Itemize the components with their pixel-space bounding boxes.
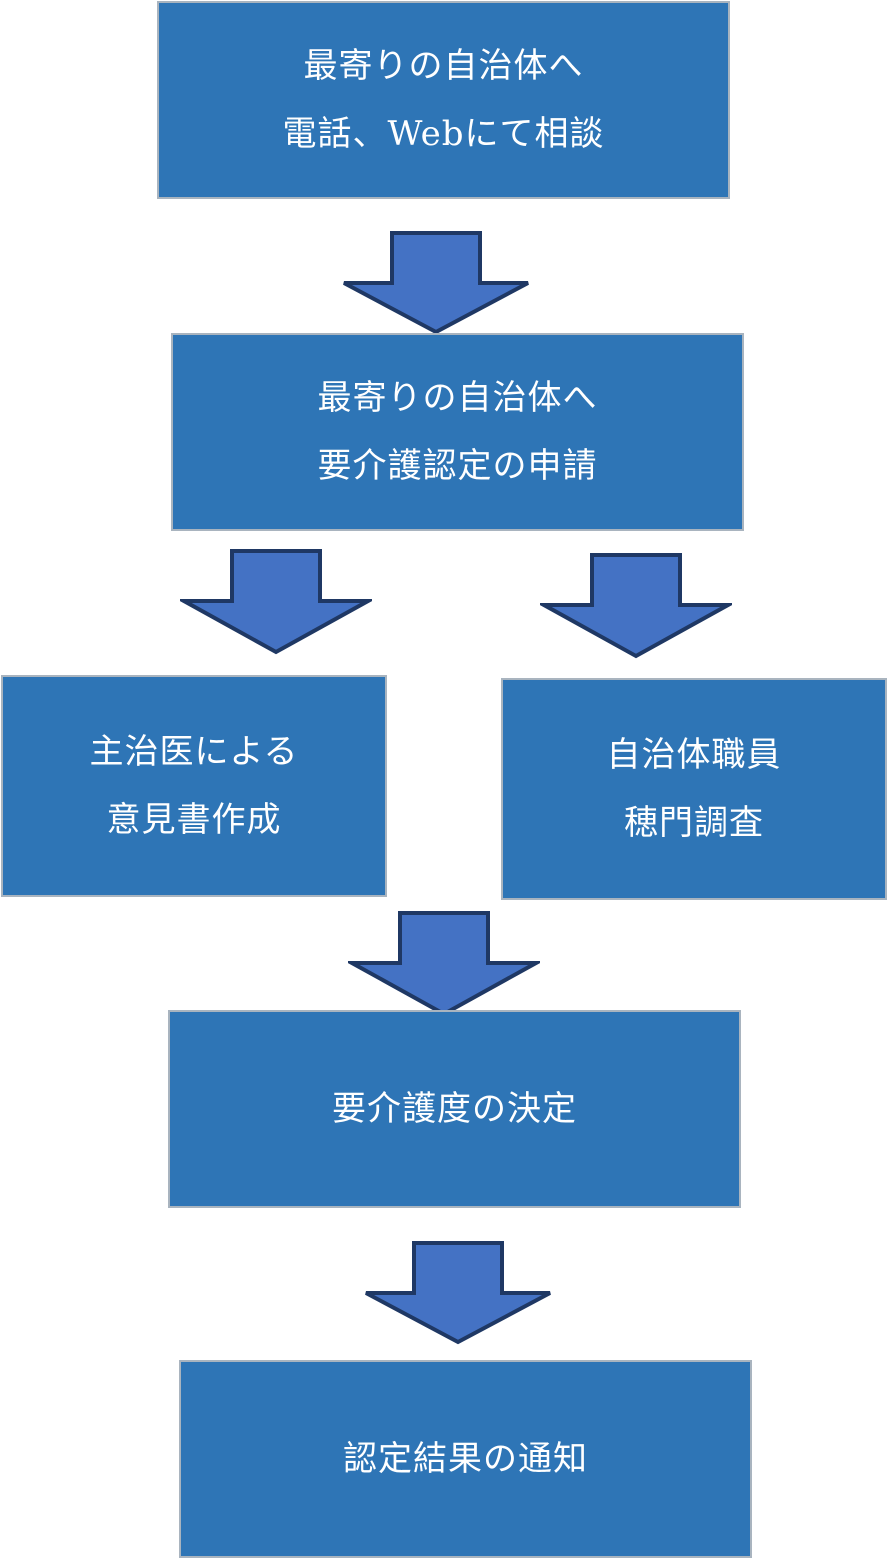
- down-arrow-icon: [343, 231, 529, 335]
- step-notification-box: 認定結果の通知: [179, 1360, 752, 1558]
- step-doctor-opinion-line1: 主治医による: [89, 732, 299, 772]
- step-staff-visit-box: 自治体職員 穂門調査: [501, 678, 887, 900]
- down-arrow-icon: [348, 911, 540, 1017]
- step-apply-line2: 要介護認定の申請: [317, 446, 598, 486]
- step-doctor-opinion-line2: 意見書作成: [106, 800, 282, 840]
- down-arrow-icon: [180, 549, 372, 655]
- step-apply-box: 最寄りの自治体へ 要介護認定の申請: [171, 333, 744, 531]
- step-consult-box: 最寄りの自治体へ 電話、Webにて相談: [157, 1, 730, 199]
- down-arrow-icon: [540, 553, 732, 659]
- down-arrow-icon: [365, 1241, 551, 1345]
- step-staff-visit-line1: 自治体職員: [606, 735, 782, 775]
- step-consult-line2: 電話、Webにて相談: [282, 114, 605, 154]
- step-notification-line1: 認定結果の通知: [343, 1439, 588, 1479]
- step-care-level-line1: 要介護度の決定: [332, 1089, 577, 1129]
- step-consult-line1: 最寄りの自治体へ: [303, 46, 584, 86]
- step-care-level-box: 要介護度の決定: [168, 1010, 741, 1208]
- step-doctor-opinion-box: 主治医による 意見書作成: [1, 675, 387, 897]
- step-staff-visit-line2: 穂門調査: [624, 803, 764, 843]
- step-apply-line1: 最寄りの自治体へ: [317, 378, 598, 418]
